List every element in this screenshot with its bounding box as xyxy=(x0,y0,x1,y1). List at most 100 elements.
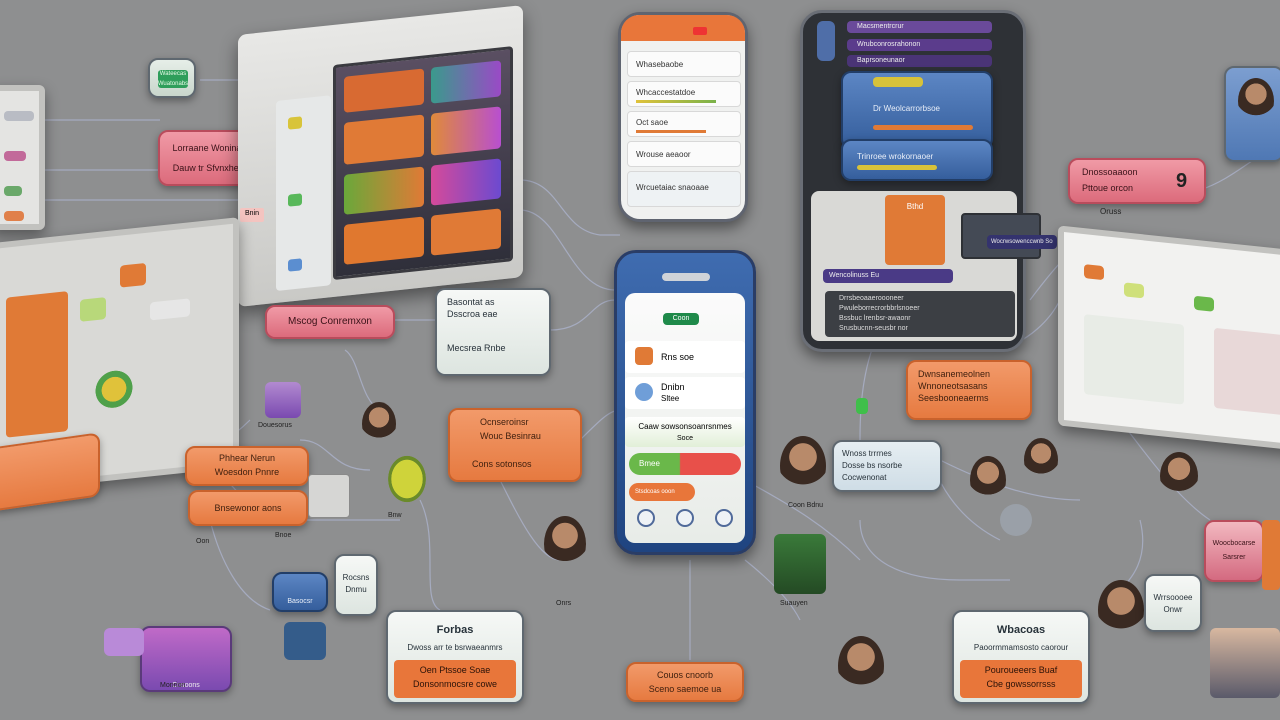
green-pill-button[interactable]: Bmee xyxy=(629,453,741,475)
green-badge[interactable]: Coon xyxy=(663,313,699,325)
right-monitor-tile[interactable] xyxy=(1124,282,1144,299)
dash-tile[interactable] xyxy=(344,166,424,215)
top-phone-row-text: Wrouse aeaoor xyxy=(636,150,691,159)
promo-sub: Soce xyxy=(677,435,693,442)
left-edge-bar xyxy=(4,211,24,221)
bottom-center-line1: Couos cnoorb xyxy=(656,670,714,680)
wbacoas-line1: Paoormmamsosto caorour xyxy=(973,643,1069,652)
top-phone-row-text: Whcaccestatdoe xyxy=(636,88,696,97)
top-phone: Whasebaobe Whcaccestatdoe Oct saoe Wrous… xyxy=(618,12,748,222)
dash-tile[interactable] xyxy=(431,60,501,104)
mini-avatar-card[interactable] xyxy=(265,382,301,418)
bottom-center-orange[interactable]: Couos cnoorb Sceno saemoe ua xyxy=(626,662,744,702)
orange-center-line3: Cons sotonsos xyxy=(472,459,532,469)
list-item-sub: Sltee xyxy=(661,394,680,403)
pink-right-label[interactable]: Dnossoaaoon Pttoue orcon 9 xyxy=(1068,158,1206,204)
dashboard-tag: Bnin xyxy=(240,208,264,222)
forbas-orange-bar[interactable]: Oen Ptssoe Soae Donsonmocsre cowe xyxy=(394,660,516,698)
panel-list-line: Bssbuc lrenbsr-awaonr xyxy=(839,315,911,322)
orange-center-card[interactable]: Ocnseroinsr Wouc Besinrau Cons sotonsos xyxy=(448,408,582,482)
dashboard-monitor xyxy=(238,5,523,307)
blue-circle-icon xyxy=(635,383,653,401)
top-phone-row-text: Wrcuetaiac snaoaae xyxy=(636,183,709,192)
nav-button-center[interactable] xyxy=(676,509,694,527)
dash-tile[interactable] xyxy=(344,68,424,113)
right-monitor-tile[interactable] xyxy=(1084,264,1104,281)
right-light-card[interactable]: Wnoss trrrnes Dosse bs nsorbe Cocwenonat xyxy=(832,440,942,492)
avatar xyxy=(970,456,1006,504)
right-light-small[interactable]: Wrrsoooee Onwr xyxy=(1144,574,1202,632)
right-monitor xyxy=(1058,225,1280,451)
sidebar-green-icon[interactable] xyxy=(288,193,302,207)
blue-card[interactable]: Dr Weolcarrorbsoe xyxy=(841,71,993,149)
blue-small-box[interactable]: Basocsr xyxy=(272,572,328,612)
wbacoas-title: Wbacoas xyxy=(996,624,1046,636)
avatar-card-top-right[interactable] xyxy=(1224,66,1280,162)
avatar-caption: Bnw xyxy=(388,512,402,519)
avatar-caption: Onrs xyxy=(556,600,572,607)
right-monitor-tile[interactable] xyxy=(1194,295,1214,312)
wbacoas-orange-bar[interactable]: Pouroueeers Buaf Cbe gowssorrsss xyxy=(960,660,1082,698)
phone-screen: Coon Rns soe Dnibn Sltee Caaw sowsonsoan… xyxy=(625,293,745,543)
dash-tile[interactable] xyxy=(431,106,501,156)
phone-toggle[interactable] xyxy=(817,21,835,61)
dash-tile[interactable] xyxy=(431,208,501,256)
leaf-icon xyxy=(385,452,429,506)
left-orange-box-1[interactable]: Phhear Nerun Woesdon Pnnre xyxy=(185,446,309,486)
purple-bar-wide[interactable]: Wencolinuss Eu xyxy=(823,269,953,283)
left-monitor-tile[interactable] xyxy=(150,298,190,321)
blue-bar-text: Wocrwsowenccwnb Sosecicnr xyxy=(991,239,1053,245)
left-monitor-tile[interactable] xyxy=(80,297,106,322)
light-small-box[interactable]: Rocsns Dnmu xyxy=(334,554,378,616)
header-red-button[interactable] xyxy=(693,27,707,35)
purple-bar[interactable]: Macsmentrcrur xyxy=(847,21,992,33)
orange-icon xyxy=(635,347,653,365)
green-avatar-card[interactable] xyxy=(774,534,826,594)
sidebar-blue-icon[interactable] xyxy=(288,258,302,272)
top-phone-row[interactable]: Oct saoe xyxy=(627,111,741,137)
right-orange-card[interactable]: Dwnsanemeolnen Wnnoneotsasans Seesboonea… xyxy=(906,360,1032,420)
top-left-note[interactable]: Wateecas Wuatonabs xyxy=(148,58,196,98)
list-item[interactable]: Rns soe xyxy=(625,341,745,373)
pink-left-line1: Lorraane Woninaan xyxy=(172,143,252,153)
bottom-left-tag xyxy=(104,628,144,656)
nav-button-right[interactable] xyxy=(715,509,733,527)
promo-banner[interactable]: Caaw sowsonsoanrsnmes Soce xyxy=(625,417,745,447)
row-accent-bar xyxy=(636,100,716,103)
purple-bar[interactable]: Wrubconrosrahonon xyxy=(847,39,992,51)
forbas-card[interactable]: Forbas Dwoss arr te bsrwaeanmrs Oen Ptss… xyxy=(386,610,524,704)
top-phone-row[interactable]: Wrcuetaiac snaoaae xyxy=(627,171,741,207)
orange-tile[interactable]: Bthd xyxy=(885,195,945,265)
dash-tile[interactable] xyxy=(431,158,501,206)
avatar-tile-bottom-right[interactable] xyxy=(1210,628,1280,698)
top-phone-row[interactable]: Whcaccestatdoe xyxy=(627,81,741,107)
orange-pill-button[interactable]: Stsdcoas ooon xyxy=(629,483,695,501)
left-monitor-tile[interactable] xyxy=(120,262,146,288)
bottom-left-box[interactable]: Cosoons xyxy=(140,626,232,692)
orange-pill-text: Stsdcoas ooon xyxy=(635,489,675,495)
dash-tile[interactable] xyxy=(344,114,424,165)
blue-card-below[interactable]: Trinroee wrokornaoer xyxy=(841,139,993,181)
top-phone-row[interactable]: Whasebaobe xyxy=(627,51,741,77)
left-edge-bar xyxy=(4,186,22,196)
gear-badge[interactable] xyxy=(1000,504,1032,536)
purple-bar[interactable]: Baprsoneunaor xyxy=(847,55,992,67)
sidebar-yellow-icon[interactable] xyxy=(288,116,302,130)
list-item[interactable]: Dnibn Sltee xyxy=(625,377,745,409)
left-orange-box-2[interactable]: Bnsewonor aons xyxy=(188,490,308,526)
wbacoas-card[interactable]: Wbacoas Paoormmamsosto caorour Pouroueee… xyxy=(952,610,1090,704)
avatar xyxy=(1160,452,1198,500)
left-small-label: Douesorus xyxy=(258,422,292,429)
nav-button-left[interactable] xyxy=(637,509,655,527)
top-phone-row[interactable]: Wrouse aeaoor xyxy=(627,141,741,167)
right-pink-small[interactable]: Woocbocarse Sarsrer xyxy=(1204,520,1264,582)
right-pink-small-line2: Sarsrer xyxy=(1222,554,1246,561)
blue-chip[interactable] xyxy=(284,622,326,660)
right-pink-small-line1: Woocbocarse xyxy=(1212,540,1256,547)
speech-box[interactable]: Basontat as Dsscroa eae Mecsrea Rnbe xyxy=(435,288,551,376)
pink-mid-label[interactable]: Mscog Conremxon xyxy=(265,305,395,339)
dash-tile[interactable] xyxy=(344,216,424,265)
orange-center-line1: Ocnseroinsr xyxy=(480,417,529,427)
blue-bar[interactable]: Wocrwsowenccwnb Sosecicnr xyxy=(987,235,1057,249)
forbas-line2: Oen Ptssoe Soae xyxy=(419,665,491,675)
